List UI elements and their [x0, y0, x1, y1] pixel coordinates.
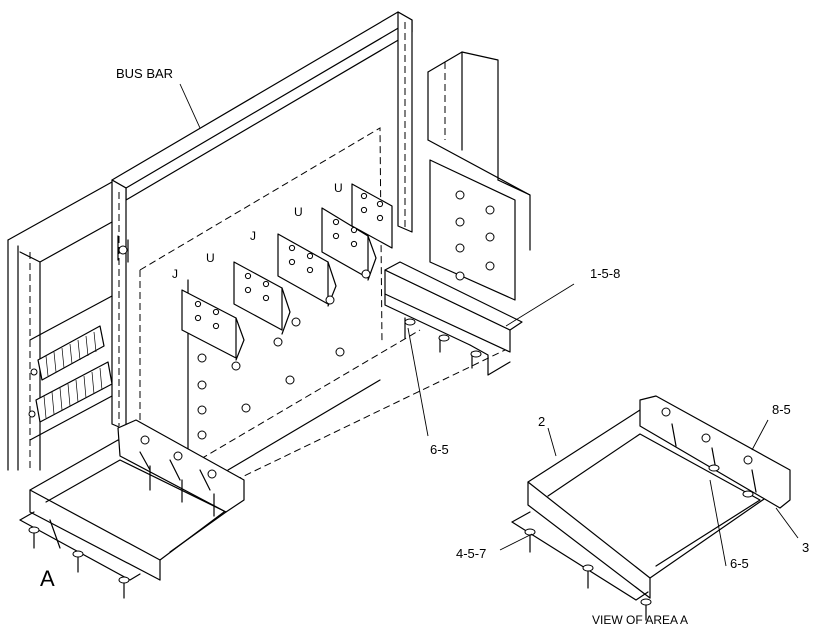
- leader-lines: [179, 83, 799, 567]
- label-bus-bar: BUS BAR: [116, 66, 173, 81]
- terminal-mark-5: U: [334, 181, 343, 195]
- callout-labels: BUS BAR 1-5-8 6-5 2 8-5 3 4-5-7 6-5 A VI…: [40, 66, 809, 627]
- terminal-plate-1: [181, 289, 245, 371]
- right-support-bracket: [384, 261, 523, 376]
- area-a-detail: [511, 395, 791, 621]
- label-6-5-main: 6-5: [430, 442, 449, 457]
- left-module: [28, 235, 129, 441]
- label-6-5-detail: 6-5: [730, 556, 749, 571]
- bus-bar-assembly: [7, 11, 531, 471]
- label-8-5: 8-5: [772, 402, 791, 417]
- side-plate: [429, 159, 516, 301]
- terminal-mark-2: U: [206, 251, 215, 265]
- label-2: 2: [538, 414, 545, 429]
- label-3: 3: [802, 540, 809, 555]
- terminal-plates: J U J U U: [172, 181, 393, 371]
- label-4-5-7: 4-5-7: [456, 546, 486, 561]
- label-1-5-8: 1-5-8: [590, 266, 620, 281]
- terminal-plate-5: [351, 183, 393, 279]
- terminal-mark-3: J: [250, 229, 256, 243]
- main-tray: [19, 419, 245, 599]
- label-area-a: A: [40, 566, 55, 591]
- terminal-mark-1: J: [172, 267, 178, 281]
- label-view-caption: VIEW OF AREA A: [592, 613, 688, 627]
- terminal-mark-4: U: [294, 205, 303, 219]
- terminal-plate-2: [233, 261, 291, 347]
